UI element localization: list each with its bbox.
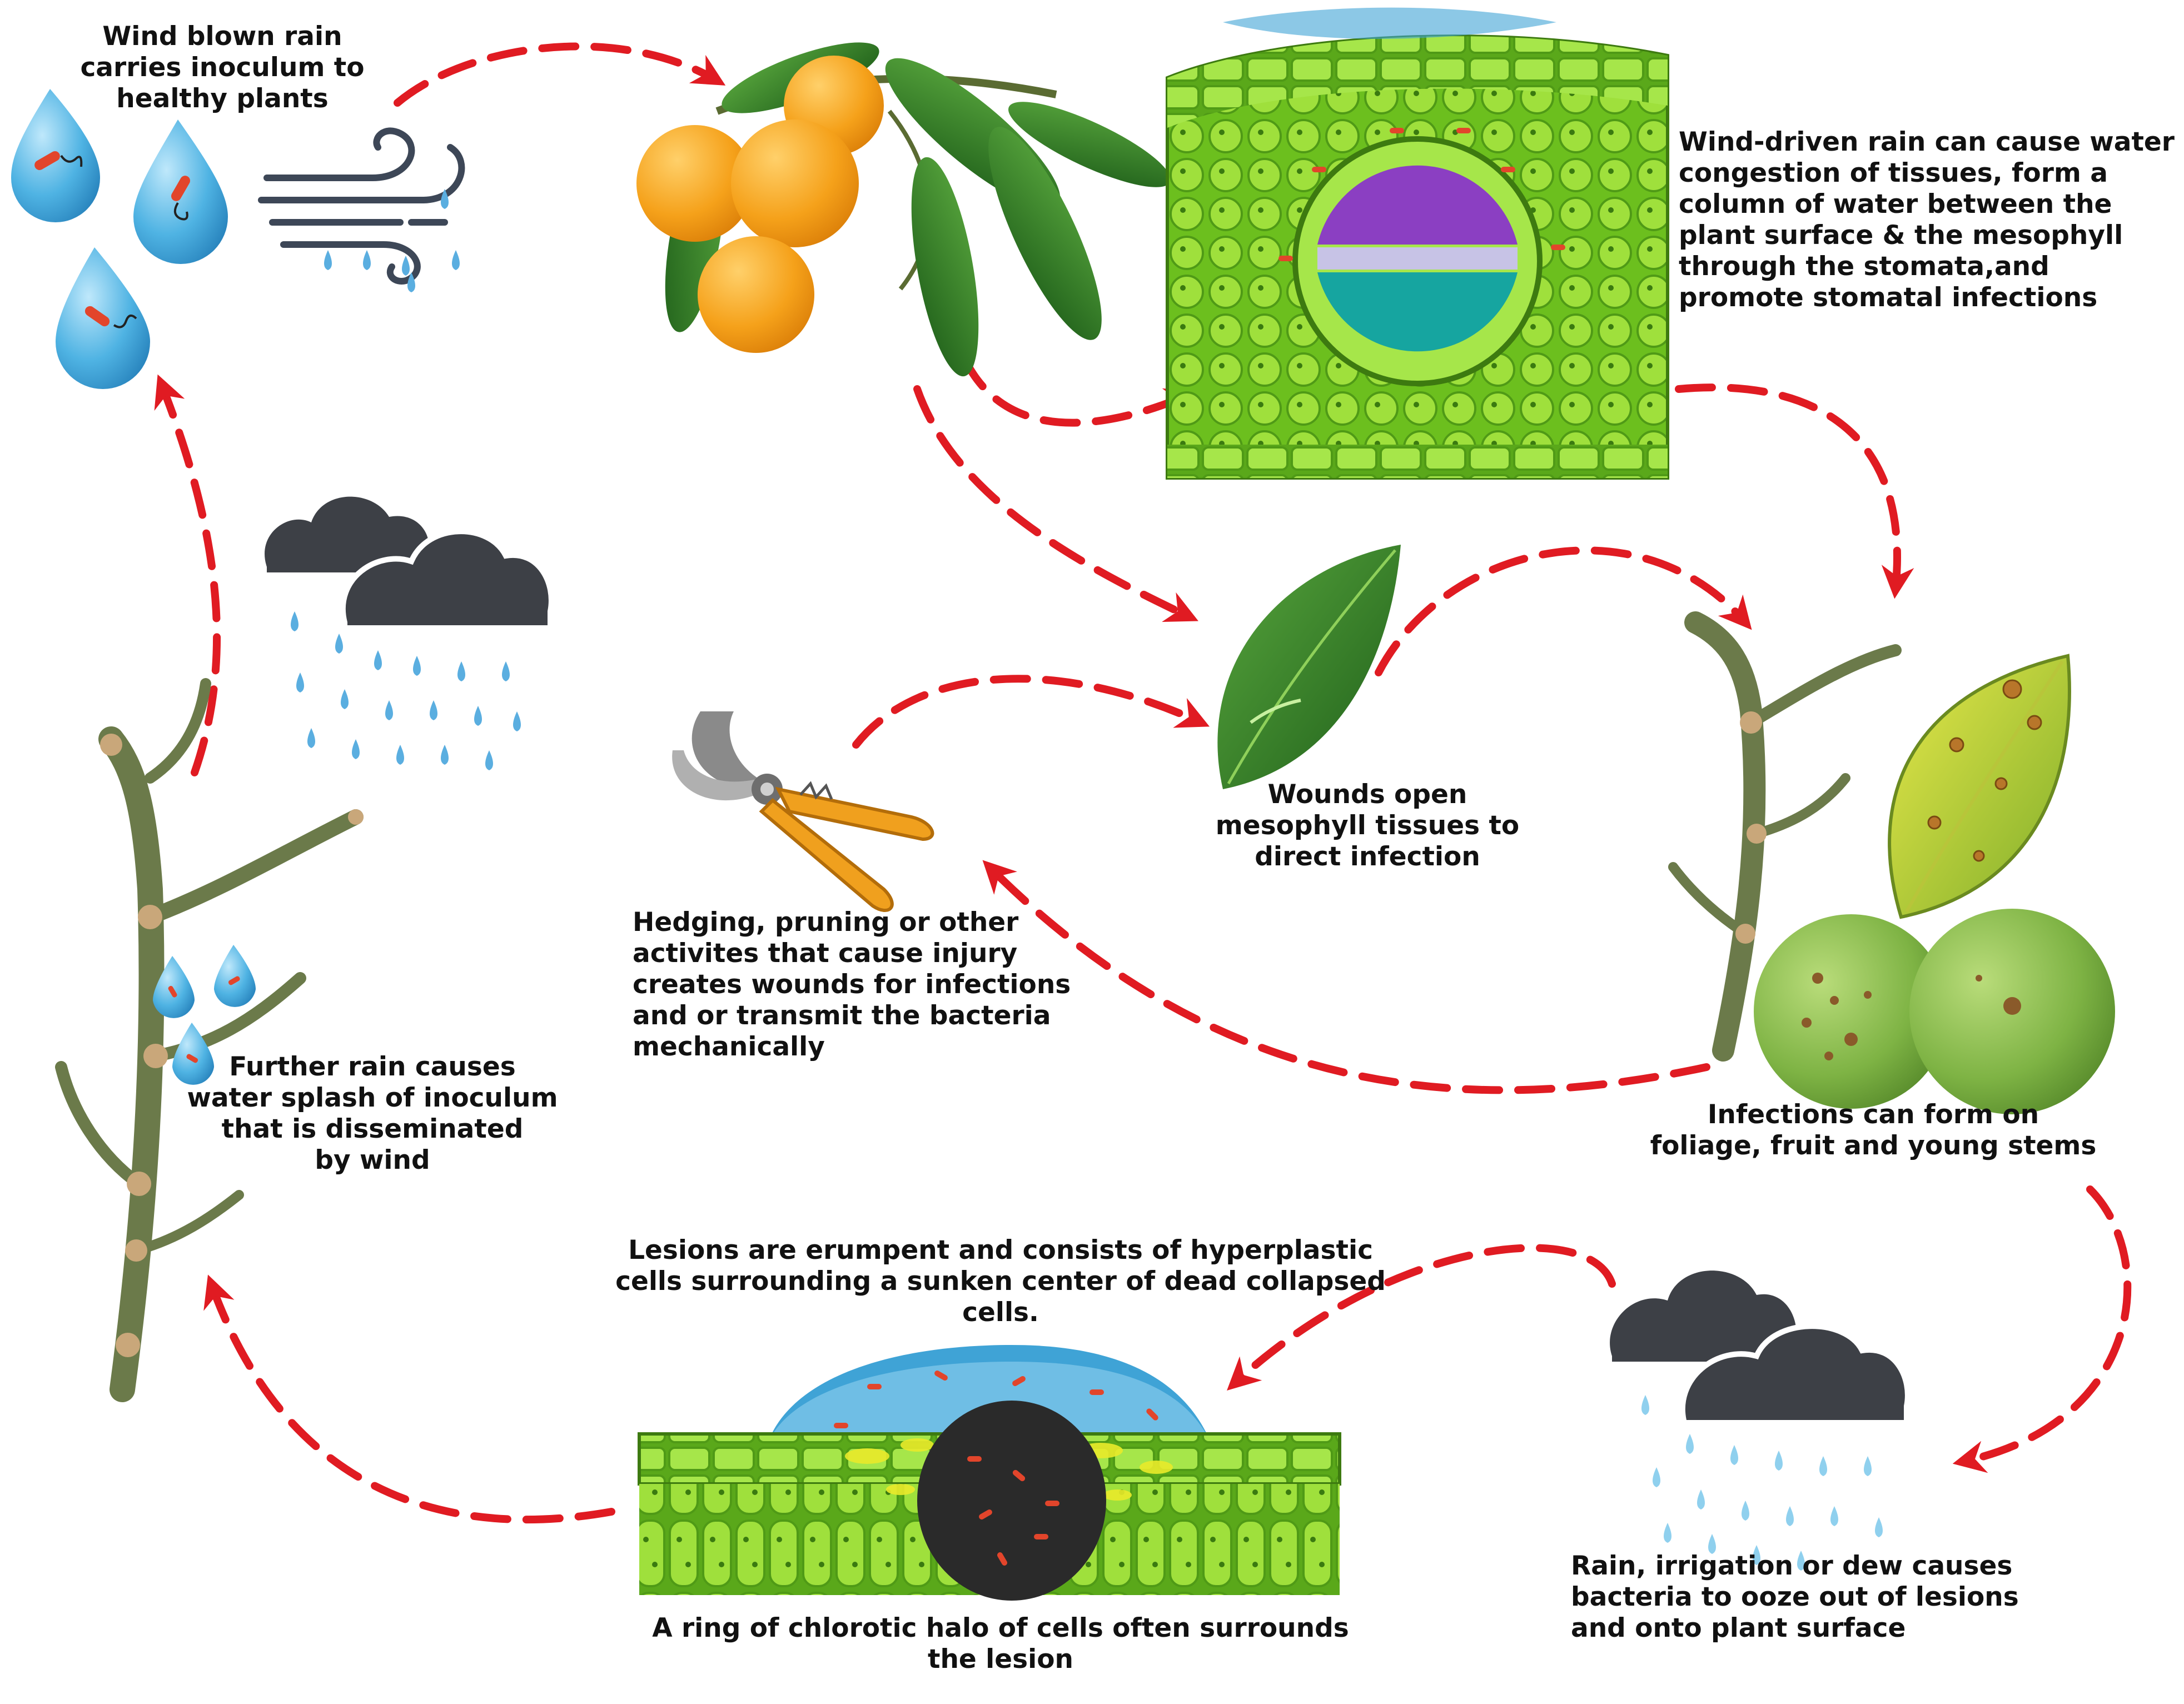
leaf-icon: [1217, 545, 1401, 789]
water-drop-bacteria-icon: [56, 247, 150, 389]
arrow-stem-to-drops: [154, 374, 221, 776]
arrow-orange-to-leaf: [913, 385, 1198, 622]
rain-cloud-icon: [265, 496, 554, 770]
arrow-infections-to-rain: [1952, 1185, 2132, 1473]
arrow-wind-to-orange: [394, 42, 726, 107]
arrow-orange-to-cross-section: [961, 355, 1199, 427]
bare-stem-icon: [1668, 611, 1902, 1062]
arrow-pruner-to-leaf: [852, 675, 1210, 749]
infected-leaf-icon: [1888, 654, 2071, 919]
leaf-cross-section-icon: [1166, 7, 1669, 480]
lesion-cross-section-icon: [638, 1345, 1341, 1601]
water-drop-bacteria-icon: [133, 119, 228, 264]
chlorotic-halo-label: A ring of chlorotic halo of cells often …: [652, 1613, 1349, 1675]
pruning-shears-icon: [672, 711, 934, 913]
wind-icon: [258, 127, 465, 285]
arrow-lesion-to-stem: [203, 1274, 615, 1524]
lesions-label: Lesions are erumpent and consists of hyp…: [615, 1235, 1386, 1328]
rain-cloud-icon: [1610, 1270, 1911, 1571]
arrow-infections-to-pruner: [982, 860, 1710, 1094]
rain-drops: [324, 189, 460, 292]
arrow-cross-section-to-infections: [1675, 383, 1914, 599]
arrow-rain-to-lesion: [1227, 1244, 1616, 1391]
infected-fruit-icon: [1754, 909, 2115, 1114]
water-drop-bacteria-icon: [11, 89, 100, 222]
orange-branch-icon: [636, 42, 1171, 377]
arrow-leaf-to-infections: [1375, 546, 1752, 676]
water-drop-bacteria-icon: [153, 945, 256, 1085]
cycle-arrows: [154, 42, 2132, 1524]
